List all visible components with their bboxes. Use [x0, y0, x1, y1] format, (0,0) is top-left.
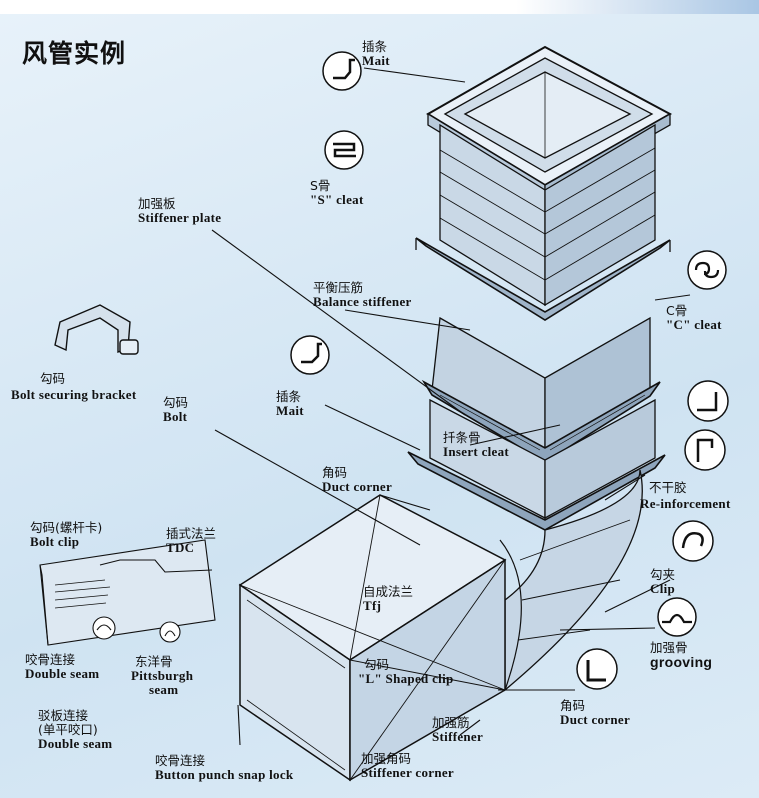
label-cn: 勾码	[364, 657, 390, 672]
elbow-section	[499, 469, 643, 692]
label-cn: 东洋骨	[135, 654, 173, 669]
label-cn: 角码	[560, 698, 586, 713]
icon-mait-mid	[290, 335, 330, 375]
seam-sample	[39, 539, 216, 646]
label-en: Insert cleat	[443, 444, 510, 459]
label-en: Duct corner	[322, 479, 393, 494]
label-en: Stiffener plate	[138, 210, 222, 225]
label-en: "C" cleat	[666, 317, 722, 332]
label-cn-2: (单平咬口)	[38, 722, 98, 737]
label-cn: 平衡压筋	[313, 280, 364, 295]
icon-mait-top	[322, 51, 362, 91]
label-en: Stiffener	[432, 729, 484, 744]
label-en: Pittsburgh	[131, 668, 194, 683]
label-double-seam-2: 驳板连接 (单平咬口) Double seam	[38, 709, 112, 751]
icon-corner-bracket	[687, 380, 729, 422]
label-duct-corner-top: 角码 Duct corner	[322, 466, 392, 494]
label-cn: 扦条骨	[443, 430, 481, 445]
label-cn: 不干胶	[649, 480, 687, 495]
label-cn: 咬骨连接	[155, 753, 206, 768]
label-insert-cleat: 扦条骨 Insert cleat	[443, 431, 509, 459]
label-en: Double seam	[38, 736, 113, 751]
label-mait-mid: 插条 Mait	[276, 390, 304, 418]
icon-duct-corner-bot	[576, 648, 618, 690]
label-balance-stiffener: 平衡压筋 Balance stiffener	[313, 281, 412, 309]
top-duct-section	[415, 45, 673, 321]
label-en: Bolt	[163, 409, 188, 424]
label-pittsburgh: 东洋骨 Pittsburgh seam	[131, 655, 193, 697]
label-cn: 加强板	[138, 196, 176, 211]
label-clip: 勾夹 Clip	[650, 568, 675, 596]
label-en-2: seam	[149, 682, 179, 697]
label-cn: 加强骨	[650, 640, 688, 655]
label-cn: 勾夹	[650, 567, 676, 582]
label-reinforcement-en: Re-inforcement	[640, 497, 731, 511]
label-cn: 插式法兰	[166, 526, 217, 541]
label-en: Bolt clip	[30, 534, 80, 549]
lower-duct-section	[407, 398, 666, 531]
label-en: "L" Shaped clip	[358, 671, 454, 686]
label-cn: 勾码	[163, 395, 189, 410]
bolt-bracket-drawing	[54, 304, 139, 355]
label-tfj: 自成法兰 Tfj	[363, 585, 413, 613]
label-cn: 加强角码	[361, 751, 412, 766]
label-tdc: 插式法兰 TDC	[166, 527, 216, 555]
label-reinforcement-cn: 不干胶	[649, 481, 687, 495]
leader-lines	[211, 67, 691, 746]
label-bolt-bracket: 勾码	[40, 372, 65, 386]
label-cn: S骨	[310, 178, 331, 193]
label-cn: 驳板连接	[38, 708, 89, 723]
label-en: grooving	[650, 654, 713, 670]
label-double-seam: 咬骨连接 Double seam	[25, 653, 99, 681]
label-duct-corner-bot: 角码 Duct corner	[560, 699, 630, 727]
label-en: Bolt securing bracket	[11, 387, 137, 402]
label-button-punch: 咬骨连接 Button punch snap lock	[155, 754, 293, 782]
label-cn: C骨	[666, 303, 688, 318]
label-en: Duct corner	[560, 712, 631, 727]
label-en: Mait	[276, 403, 304, 418]
top-band	[0, 0, 759, 14]
label-l-shaped-clip: 勾码 "L" Shaped clip	[358, 658, 454, 686]
label-en: Tfj	[363, 598, 382, 613]
icon-grooving	[657, 597, 697, 637]
label-stiffener-corner: 加强角码 Stiffener corner	[361, 752, 454, 780]
label-en: Button punch snap lock	[155, 767, 294, 782]
label-en: Double seam	[25, 666, 100, 681]
label-en: Balance stiffener	[313, 294, 412, 309]
label-stiffener-plate: 加强板 Stiffener plate	[138, 197, 221, 225]
label-cn: 插条	[276, 389, 302, 404]
icon-reinforcement	[684, 429, 726, 471]
label-bolt: 勾码 Bolt	[163, 396, 188, 424]
label-cn: 插条	[362, 39, 388, 54]
label-mait-top: 插条 Mait	[362, 40, 390, 68]
label-bolt-bracket-en: Bolt securing bracket	[11, 388, 136, 402]
label-en: Clip	[650, 581, 676, 596]
icon-s-cleat	[324, 130, 364, 170]
label-cn: 勾码(螺杆卡)	[30, 520, 103, 535]
label-grooving: 加强骨 grooving	[650, 640, 713, 670]
label-cn: 加强筋	[432, 715, 470, 730]
icon-clip	[672, 520, 714, 562]
label-cn: 勾码	[40, 371, 66, 386]
label-en: Re-inforcement	[640, 496, 731, 511]
label-cn: 咬骨连接	[25, 652, 76, 667]
middle-duct-section	[421, 316, 661, 463]
label-bolt-clip: 勾码(螺杆卡) Bolt clip	[30, 521, 102, 549]
label-stiffener: 加强筋 Stiffener	[432, 716, 483, 744]
label-s-cleat: S骨 "S" cleat	[310, 179, 364, 207]
page-title: 风管实例	[22, 39, 127, 68]
label-cn: 自成法兰	[363, 584, 414, 599]
label-en: "S" cleat	[310, 192, 364, 207]
label-en: Stiffener corner	[361, 765, 454, 780]
label-en: TDC	[166, 540, 195, 555]
icon-c-cleat	[687, 250, 727, 290]
label-en: Mait	[362, 53, 390, 68]
label-cn: 角码	[322, 465, 348, 480]
bottom-rect-duct	[238, 494, 507, 782]
label-c-cleat: C骨 "C" cleat	[666, 304, 722, 332]
